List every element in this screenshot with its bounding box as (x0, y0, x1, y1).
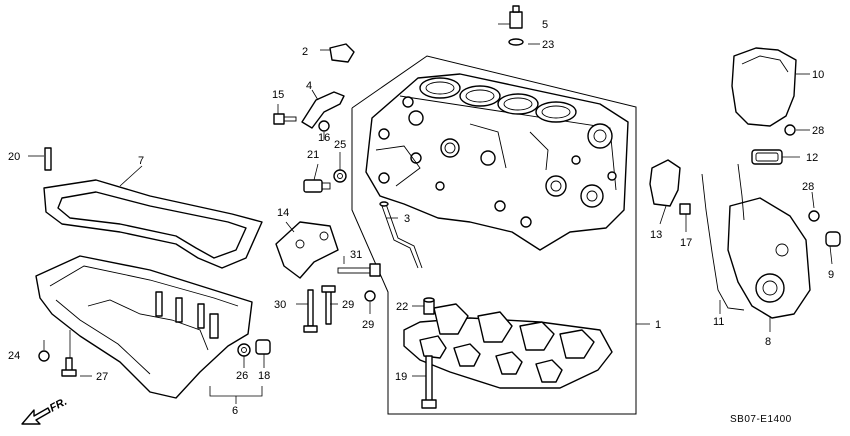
callout-5: 5 (542, 19, 548, 31)
callout-13: 13 (650, 229, 662, 241)
drain-bolt-18 (255, 339, 271, 355)
bolt-30 (303, 289, 318, 333)
stud-bolt-20 (44, 147, 52, 171)
callout-26: 26 (236, 370, 248, 382)
bracket-13 (649, 159, 681, 207)
callout-14: 14 (277, 207, 289, 219)
grommet-9 (825, 231, 841, 247)
callout-17: 17 (680, 237, 692, 249)
callout-2: 2 (302, 46, 308, 58)
callout-8: 8 (765, 336, 771, 348)
callout-1: 1 (655, 319, 661, 331)
callout-16: 16 (318, 132, 330, 144)
timing-cover-gasket-11 (701, 163, 745, 311)
rubber-seal-12 (751, 149, 783, 165)
stiffener-bracket-14 (275, 221, 339, 279)
main-bearing-caps (403, 303, 613, 389)
callout-3: 3 (404, 213, 410, 225)
callout-28-lower: 28 (802, 181, 814, 193)
callout-numbers: 1 2 3 4 5 6 7 8 9 10 11 12 13 14 15 16 1… (8, 19, 834, 417)
callout-4: 4 (306, 80, 312, 92)
oil-pan-gasket (43, 179, 263, 269)
engine-bracket-4 (301, 91, 345, 129)
callout-21: 21 (307, 149, 319, 161)
callout-11: 11 (713, 316, 724, 328)
callout-19: 19 (395, 371, 407, 383)
callout-12: 12 (806, 152, 818, 164)
flange-bolt-15 (273, 113, 297, 125)
block-assembly-outline (351, 55, 637, 415)
callout-29-b: 29 (362, 319, 374, 331)
callout-7: 7 (138, 155, 144, 167)
callout-31: 31 (350, 249, 362, 261)
diagram-code: SB07-E1400 (730, 414, 792, 425)
callout-20: 20 (8, 151, 20, 163)
dowel-pin-22 (423, 297, 435, 315)
callout-22: 22 (396, 301, 408, 313)
washer-25 (333, 169, 347, 183)
bolt-16 (318, 120, 330, 132)
bolt-29-b (364, 290, 376, 302)
oil-pressure-switch (508, 5, 524, 46)
callout-27: 27 (96, 371, 108, 383)
callout-25: 25 (334, 139, 346, 151)
bearing-cap-bolt-19 (421, 355, 437, 409)
leader-lines (28, 23, 833, 404)
callout-28-upper: 28 (812, 125, 824, 137)
cylinder-block (365, 73, 629, 251)
oil-dipstick-pipe (379, 201, 423, 269)
knock-sensor (329, 43, 355, 63)
front-direction-indicator: FR. (21, 396, 69, 425)
callout-6: 6 (232, 405, 238, 417)
callout-9: 9 (828, 269, 834, 281)
callout-24: 24 (8, 350, 20, 362)
upper-timing-cover (731, 47, 797, 127)
bolt-24 (38, 350, 50, 362)
callout-18: 18 (258, 370, 270, 382)
callout-23: 23 (542, 39, 554, 51)
drain-washer-26 (237, 343, 251, 357)
callout-15: 15 (272, 89, 284, 101)
lower-timing-cover (727, 197, 811, 319)
callout-10: 10 (812, 69, 824, 81)
bolt-21 (303, 179, 331, 193)
bolt-28-upper (784, 124, 796, 136)
bolt-27 (61, 357, 77, 377)
bolt-29-a (321, 285, 336, 325)
bolt-31 (337, 263, 381, 277)
oil-pan (35, 255, 253, 399)
bolt-28-lower (808, 210, 820, 222)
callout-30: 30 (274, 299, 286, 311)
callout-29-a: 29 (342, 299, 354, 311)
bolt-17 (679, 203, 691, 215)
front-indicator-label: FR. (48, 396, 69, 415)
